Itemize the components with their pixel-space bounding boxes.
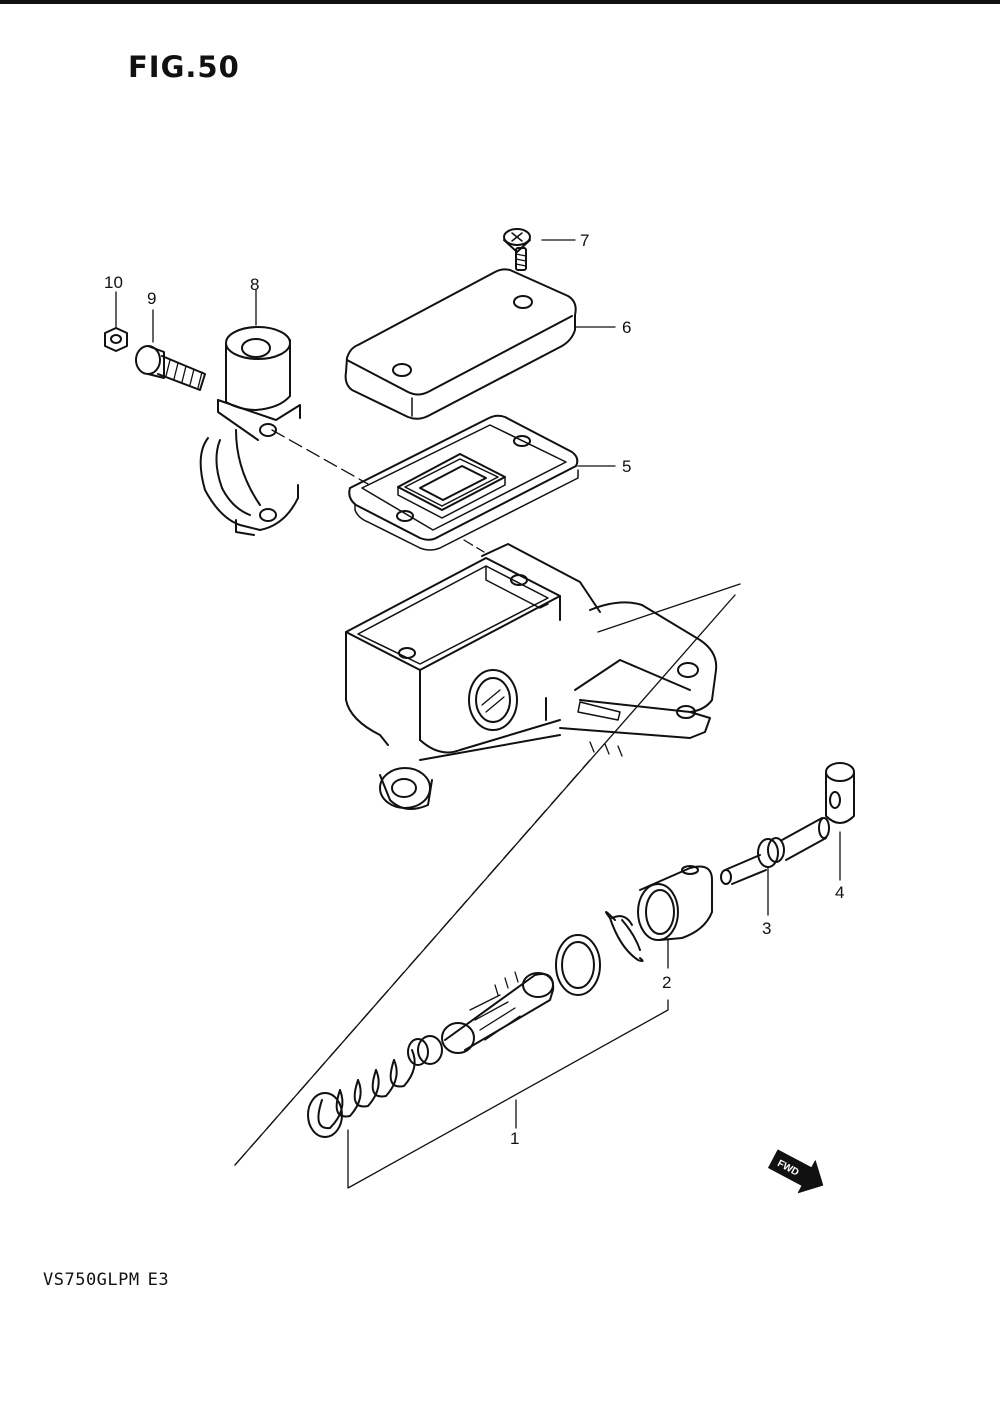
screw-part: [503, 228, 531, 271]
callout-9: 9: [147, 289, 156, 308]
model-designation: VS750GLPM E3: [43, 1270, 177, 1290]
callout-7: 7: [580, 231, 589, 250]
assembly-guide-lines: [115, 239, 841, 1189]
region-code: E3: [147, 1270, 170, 1290]
callout-2: 2: [662, 973, 671, 992]
model-code: VS750GLPM: [43, 1270, 140, 1290]
piston-set-part: [307, 971, 555, 1138]
circlip-part: [605, 911, 644, 963]
diaphragm-part: [348, 414, 579, 551]
callout-1: 1: [510, 1129, 519, 1148]
ring-seal-part: [555, 934, 601, 996]
callout-10: 10: [104, 273, 123, 292]
washer-nut-part: [104, 327, 128, 352]
bolt-part: [135, 345, 206, 391]
reservoir-cap-part: [344, 268, 577, 420]
callout-8: 8: [250, 275, 259, 294]
push-rod-part: [720, 817, 830, 885]
callout-6: 6: [622, 318, 631, 337]
callout-3: 3: [762, 919, 771, 938]
callout-5: 5: [622, 457, 631, 476]
joint-part: [825, 762, 855, 824]
boot-part: [637, 865, 713, 941]
forward-direction-arrow: FWD: [768, 1149, 824, 1194]
holder-part: [199, 326, 301, 536]
figure-title: FIG.50: [128, 50, 240, 84]
callout-4: 4: [835, 883, 844, 902]
master-cylinder-body: [345, 543, 718, 810]
